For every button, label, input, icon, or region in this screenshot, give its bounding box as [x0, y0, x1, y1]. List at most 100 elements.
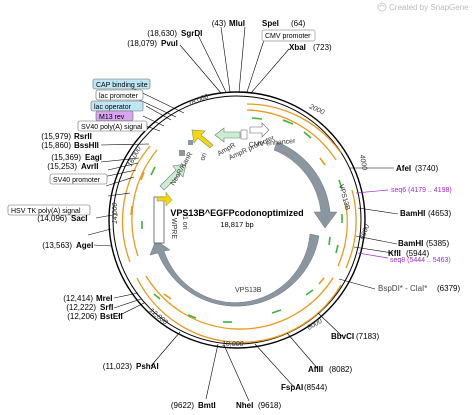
- lac-promoter-label: lac promoter: [99, 93, 139, 100]
- plasmid-title: VPS13B^EGFPcodonoptimized: [170, 208, 303, 218]
- site-bsshii[interactable]: BssHII: [74, 141, 99, 150]
- site-bspdi-pos: (6379): [437, 284, 460, 293]
- cmv-enhancer-label: CMV enhancer: [249, 138, 297, 149]
- site-afei-pos: (3740): [415, 164, 438, 173]
- site-afei[interactable]: AfeI: [396, 164, 411, 173]
- site-xbai-pos: (723): [313, 43, 332, 52]
- site-agei[interactable]: AgeI: [76, 241, 93, 250]
- vps13b-arc-right: [273, 141, 338, 229]
- lac-feature-box: [179, 150, 185, 156]
- site-rsrii-pos: (15,979): [41, 132, 71, 141]
- sv40-promoter-callout: [49, 173, 108, 185]
- wpre-label: WPRE: [170, 218, 177, 239]
- site-bsteii[interactable]: BstEII: [100, 312, 123, 321]
- site-spei[interactable]: SpeI: [262, 19, 279, 28]
- cmv-promoter-callout: [261, 29, 316, 42]
- leader-lines: [87, 26, 399, 402]
- lac-promoter-callout: [95, 89, 144, 101]
- site-fspai-pos: (8544): [304, 383, 327, 392]
- site-saci[interactable]: SacI: [71, 214, 87, 223]
- site-avrii[interactable]: AvrII: [81, 162, 99, 171]
- site-bamhi-5385[interactable]: BamHI: [398, 239, 423, 248]
- site-srfi-pos: (12,222): [66, 303, 96, 312]
- tick-14000: 14,000: [112, 202, 119, 224]
- site-bmti[interactable]: BmtI: [198, 401, 216, 410]
- site-pvui[interactable]: PvuI: [161, 39, 178, 48]
- site-bamhi-4653[interactable]: BamHI: [400, 209, 425, 218]
- cmv-enhancer-arrow: [249, 122, 270, 138]
- site-nhei-pos: (9618): [258, 401, 281, 410]
- wpre-feature: [153, 196, 165, 244]
- site-sgrdi-pos: (18,630): [147, 29, 177, 38]
- plasmid-length: 18,817 bp: [220, 220, 253, 229]
- site-bbvci[interactable]: BbvCI: [331, 332, 354, 341]
- brand-text: Created by SnapGene: [389, 3, 469, 12]
- site-mrei[interactable]: MreI: [96, 294, 112, 303]
- site-aflii-pos: (8082): [329, 365, 352, 374]
- hsv-tk-polya-label: HSV TK poly(A) signal: [11, 208, 81, 215]
- site-srfi[interactable]: SrfI: [100, 303, 113, 312]
- site-agei-pos: (13,563): [42, 241, 72, 250]
- tick-12000: 12,000: [148, 307, 169, 326]
- sv40-promoter-label: SV40 promoter: [53, 177, 101, 184]
- backbone-inner: [112, 95, 362, 345]
- site-pshai[interactable]: PshAI: [136, 362, 159, 371]
- site-nhei[interactable]: NheI: [236, 401, 253, 410]
- vps13b-right-label: VPS13B: [337, 184, 351, 212]
- site-bmti-pos: (9622): [171, 401, 194, 410]
- site-pvui-pos: (18,079): [127, 39, 157, 48]
- vps13b-arc-bottom: [149, 233, 320, 307]
- site-fspai[interactable]: FspAI: [281, 383, 303, 392]
- tick-16000: 16,000: [127, 146, 143, 168]
- neor-kanr-arrow: [159, 163, 187, 191]
- site-bsshii-pos: (15,860): [41, 141, 71, 150]
- ampr-promoter-box: [240, 129, 248, 140]
- vps13b-bottom-label: VPS13B: [235, 287, 262, 294]
- site-bamhi-4653-pos: (4653): [428, 209, 451, 218]
- f1-ori-label: f1 ori: [181, 214, 188, 230]
- hsv-tk-polya-callout: [7, 204, 91, 216]
- sv40-polya-label: SV40 poly(A) signal: [81, 124, 143, 131]
- site-mrei-pos: (12,414): [63, 294, 93, 303]
- site-avrii-pos: (15,253): [47, 162, 77, 171]
- site-bsteii-pos: (12,206): [67, 312, 97, 321]
- f1-ori-arrow: [156, 191, 173, 207]
- site-eagi-pos: (15,369): [51, 153, 81, 162]
- tick-10000: 10,000: [222, 341, 244, 348]
- site-bspdi-clai[interactable]: BspDI* - ClaI*: [378, 284, 427, 293]
- snapgene-logo: [377, 2, 387, 12]
- site-mlui-pos: (43): [212, 19, 227, 28]
- cap-feature-box: [188, 140, 193, 145]
- cmv-promoter-callout-label: CMV promoter: [265, 33, 311, 40]
- tick-4000: 4000: [358, 154, 368, 171]
- site-saci-pos: (14,096): [37, 214, 67, 223]
- orange-feature-ring: [121, 103, 357, 343]
- neor-kanr-label: NeoR/KanR: [170, 151, 195, 187]
- cap-binding-site-callout: [92, 78, 151, 90]
- site-spei-pos: (64): [291, 19, 306, 28]
- site-xbai[interactable]: XbaI: [289, 43, 306, 52]
- green-arrows: [141, 117, 343, 323]
- site-kfli[interactable]: KflI: [388, 249, 401, 258]
- sv40-polya-callout: [77, 120, 148, 132]
- lac-operator-label: lac operator: [94, 104, 132, 111]
- site-eagi[interactable]: EagI: [85, 153, 102, 162]
- cap-binding-site-label: CAP binding site: [96, 82, 148, 89]
- primer-seq8[interactable]: seq8 (5444 .. 5463): [390, 257, 451, 264]
- site-bbvci-pos: (7183): [356, 332, 379, 341]
- ori-arrow: [191, 129, 214, 149]
- site-sgrdi[interactable]: SgrDI: [181, 29, 202, 38]
- m13-rev-label: M13 rev: [99, 114, 125, 121]
- site-kfli-pos: (5944): [406, 249, 429, 258]
- site-mlui[interactable]: MluI: [229, 19, 245, 28]
- site-pshai-pos: (11,023): [103, 362, 133, 371]
- ampr-arrow: [214, 127, 241, 143]
- site-aflii[interactable]: AflII: [308, 365, 323, 374]
- primer-lines: [355, 189, 389, 259]
- primer-seq6[interactable]: seq6 (4179 .. 4198): [391, 187, 452, 194]
- site-rsrii[interactable]: RsrII: [74, 132, 92, 141]
- backbone-outer: [108, 91, 366, 349]
- tick-6000: 6000: [359, 224, 371, 241]
